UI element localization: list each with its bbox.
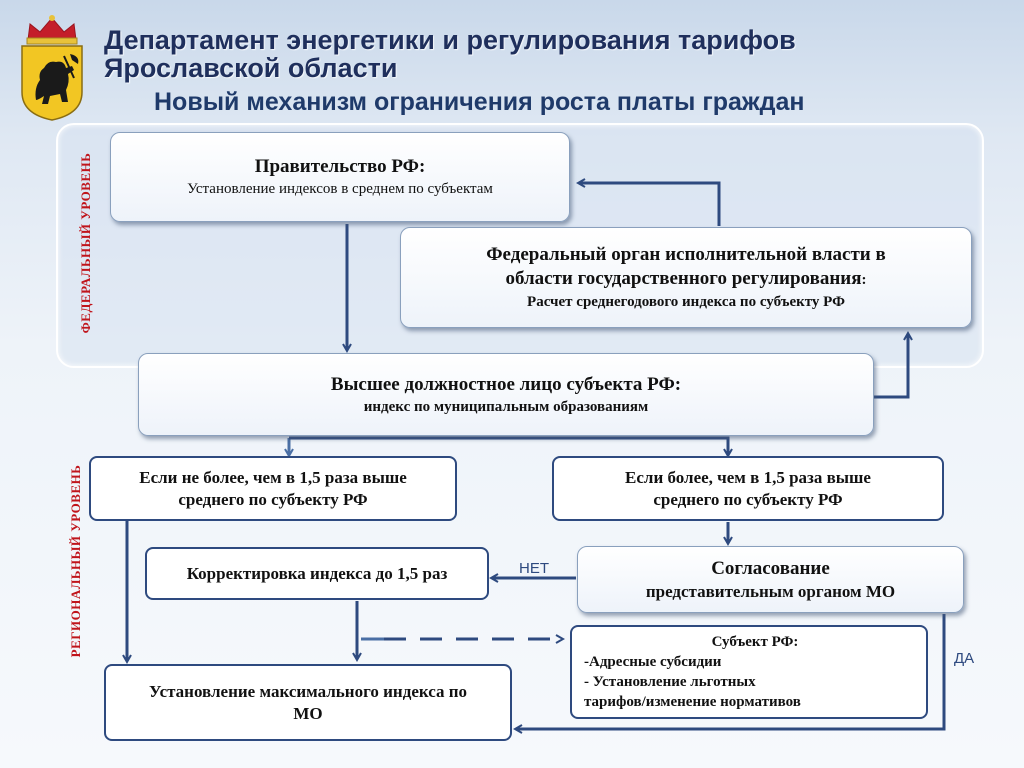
page-subtitle: Новый механизм ограничения роста платы г… <box>154 88 805 116</box>
arrow-federal-body-to-government <box>579 183 721 226</box>
arrow-governor-to-federal-body <box>874 334 908 399</box>
coat-of-arms-icon <box>21 15 83 121</box>
government-text: Установление индексов в среднем по субъе… <box>187 181 493 197</box>
subject-box: Субъект РФ: -Адресные субсидии - Установ… <box>570 625 928 719</box>
condition-gt-line-1: Если более, чем в 1,5 раза выше <box>625 467 871 487</box>
correction-box: Корректировка индекса до 1,5 раз <box>145 547 489 600</box>
condition-gt-line-2: среднего по субъекту РФ <box>653 489 843 509</box>
approval-box: Согласование представительным органом МО <box>577 546 964 613</box>
arrow-approval-yes-to-max-index <box>516 614 946 729</box>
title-line-1: Департамент энергетики и регулирования т… <box>104 25 796 55</box>
max-index-line-1: Установление максимального индекса по <box>148 681 468 701</box>
title-line-2: Ярославской области <box>104 53 398 83</box>
page-title: Департамент энергетики и регулирования т… <box>104 26 796 82</box>
subject-title: Субъект РФ: <box>711 634 799 650</box>
government-title: Правительство РФ: <box>254 156 426 177</box>
condition-le-line-2: среднего по субъекту РФ <box>178 489 368 509</box>
subject-item-2: - Установление льготных <box>584 674 756 690</box>
approval-text: представительным органом МО <box>645 581 896 601</box>
federal-body-title-line-1: Федеральный орган исполнительной власти … <box>486 244 886 265</box>
subject-item-3: тарифов/изменение нормативов <box>584 694 801 710</box>
edge-label-no: НЕТ <box>519 560 549 577</box>
federal-body-title-line-2: области государственного регулирования: <box>505 267 866 292</box>
government-box: Правительство РФ: Установление индексов … <box>110 132 570 222</box>
federal-body-title-line-2-text: области государственного регулирования <box>505 268 862 289</box>
arrow-governor-to-cond-gt <box>289 436 728 455</box>
federal-body-text: Расчет среднегодового индекса по субъект… <box>527 294 845 310</box>
federal-body-title-colon: : <box>861 272 867 288</box>
federal-body-box: Федеральный орган исполнительной власти … <box>400 227 972 328</box>
correction-text: Корректировка индекса до 1,5 раз <box>186 563 448 583</box>
approval-title: Согласование <box>711 557 830 579</box>
max-index-box: Установление максимального индекса по МО <box>104 664 512 741</box>
edge-label-yes: ДА <box>954 650 975 667</box>
governor-title: Высшее должностное лицо субъекта РФ: <box>330 373 682 395</box>
governor-text: индекс по муниципальным образованиям <box>363 398 649 415</box>
max-index-line-2: МО <box>293 703 323 723</box>
condition-le-box: Если не более, чем в 1,5 раза выше средн… <box>89 456 457 521</box>
condition-le-line-1: Если не более, чем в 1,5 раза выше <box>139 467 407 487</box>
subject-item-1: -Адресные субсидии <box>584 654 722 670</box>
governor-box: Высшее должностное лицо субъекта РФ: инд… <box>138 353 874 436</box>
condition-gt-box: Если более, чем в 1,5 раза выше среднего… <box>552 456 944 521</box>
